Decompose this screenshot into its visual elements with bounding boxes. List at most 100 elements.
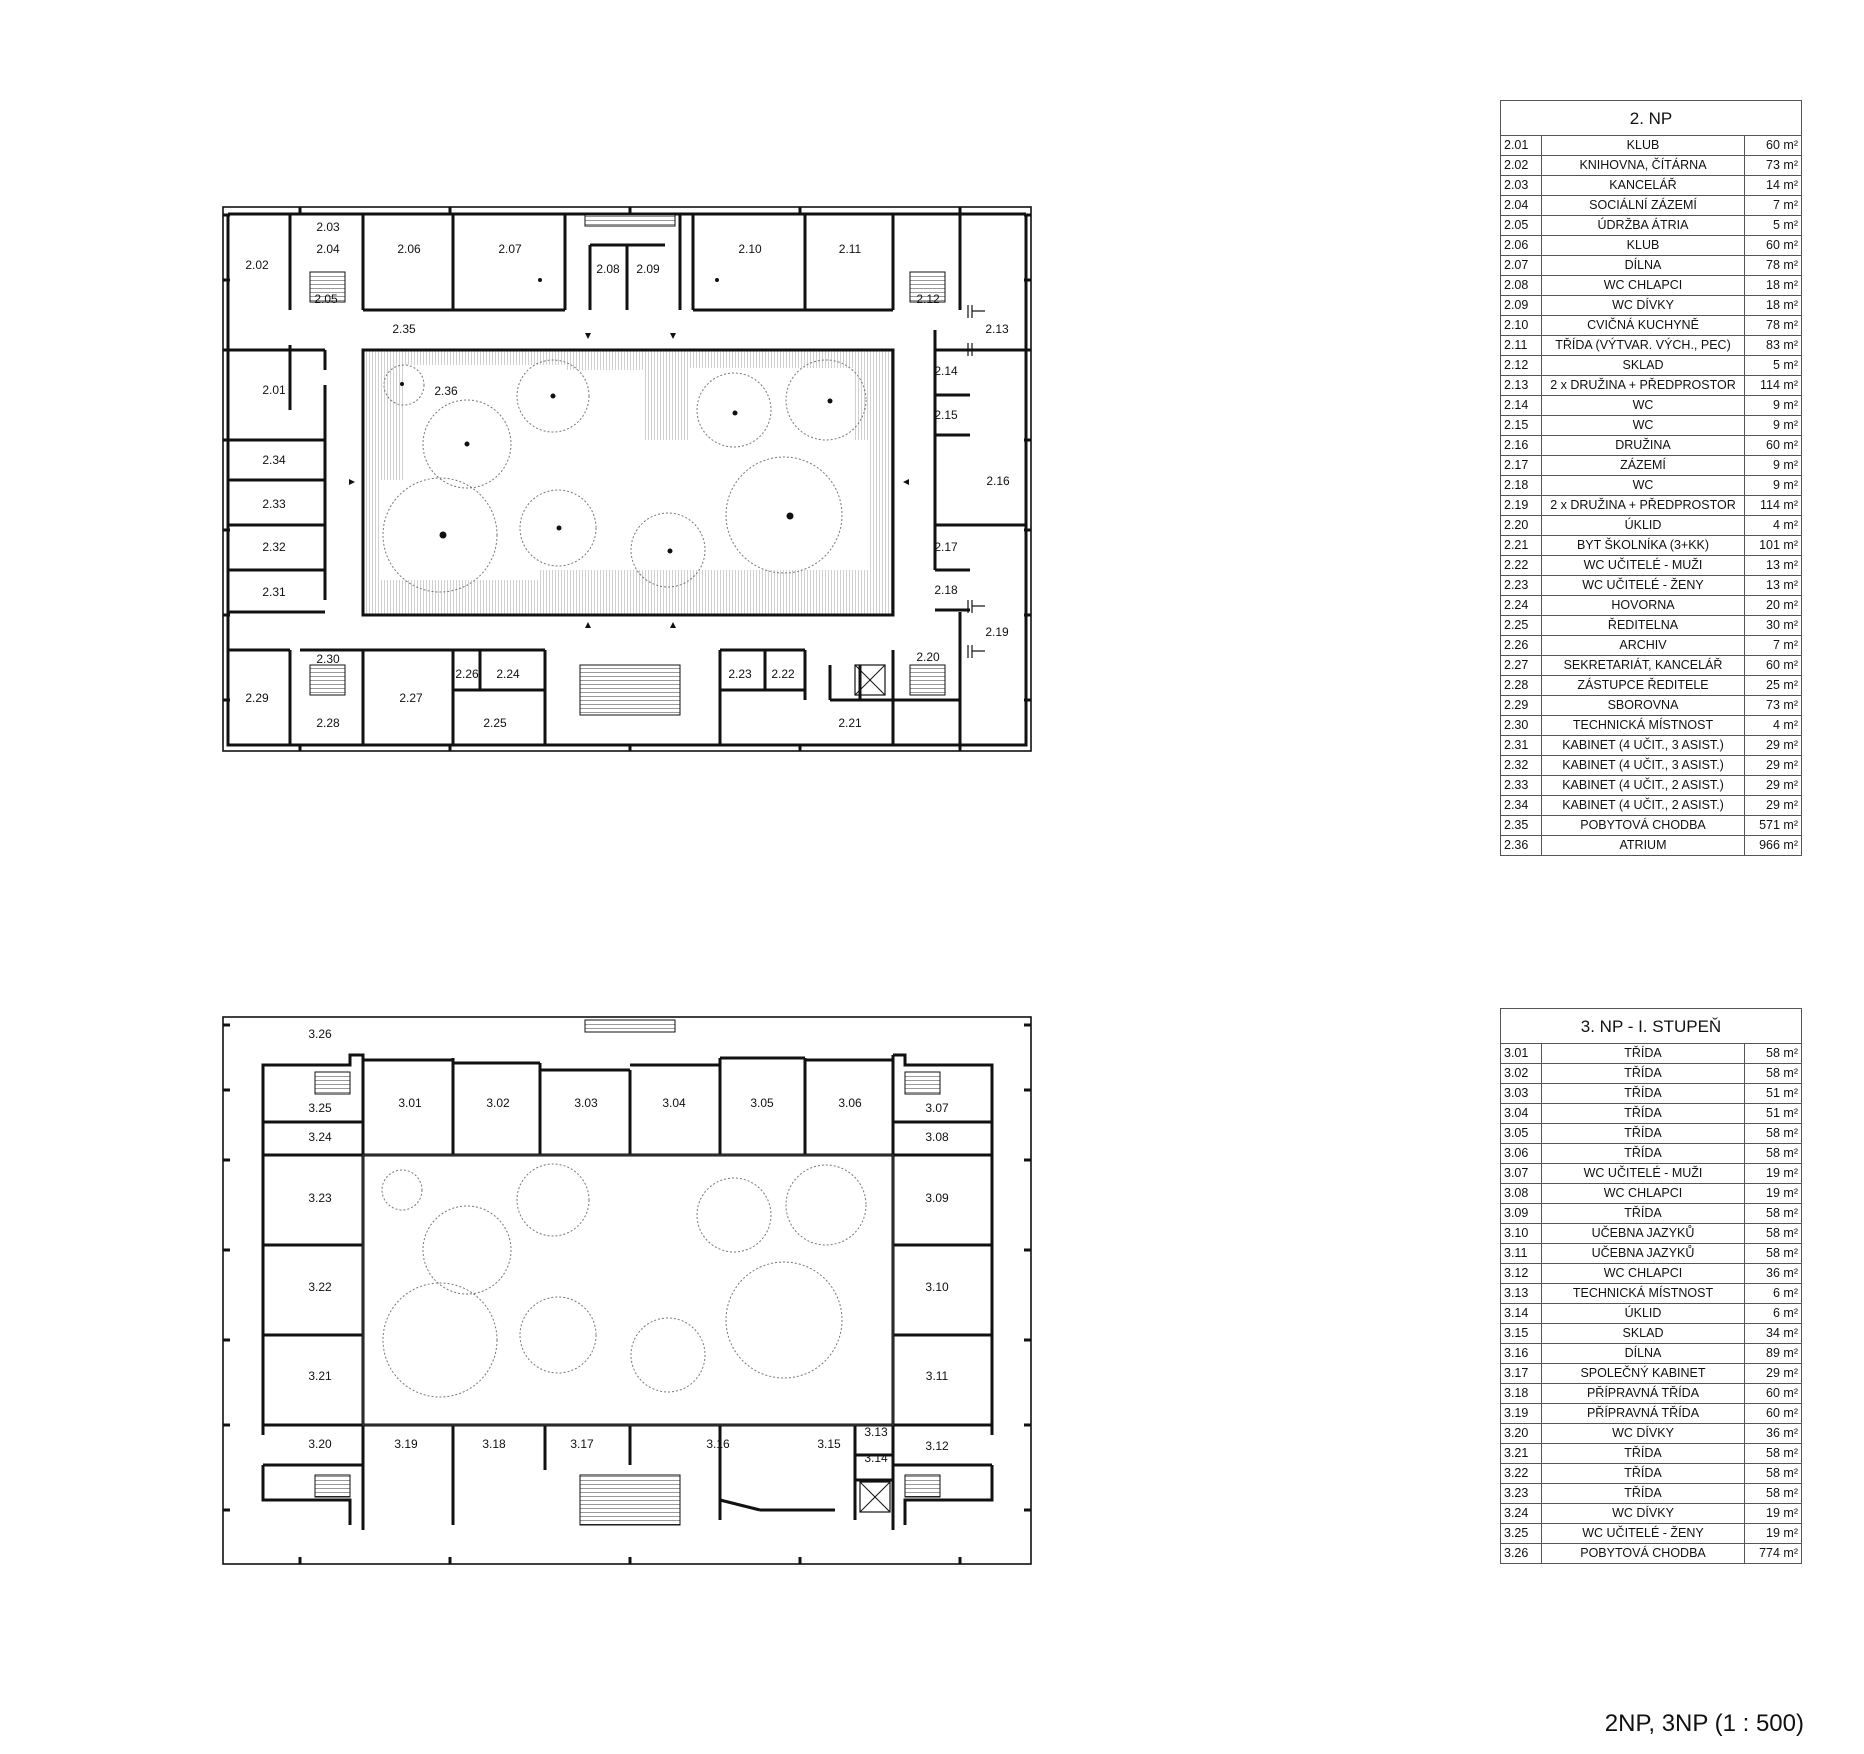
room-label-3.09: 3.09 — [925, 1191, 949, 1205]
room-label-2.10: 2.10 — [738, 242, 762, 256]
room-number: 3.06 — [1500, 1143, 1542, 1164]
room-area: 6 m² — [1744, 1303, 1802, 1324]
room-label-3.14: 3.14 — [864, 1451, 888, 1465]
room-label-3.20: 3.20 — [308, 1437, 332, 1451]
room-area: 58 m² — [1744, 1243, 1802, 1264]
room-name: ÚKLID — [1541, 1303, 1745, 1324]
room-label-3.11: 3.11 — [926, 1369, 949, 1383]
room-name: DÍLNA — [1541, 255, 1745, 276]
room-name: SPOLEČNÝ KABINET — [1541, 1363, 1745, 1384]
room-name: KABINET (4 UČIT., 3 ASIST.) — [1541, 735, 1745, 756]
room-area: 73 m² — [1744, 695, 1802, 716]
room-label-3.16: 3.16 — [706, 1437, 730, 1451]
room-number: 2.20 — [1500, 515, 1542, 536]
room-name: DÍLNA — [1541, 1343, 1745, 1364]
room-number: 2.15 — [1500, 415, 1542, 436]
room-area: 60 m² — [1744, 235, 1802, 256]
room-name: WC CHLAPCI — [1541, 1263, 1745, 1284]
room-number: 3.05 — [1500, 1123, 1542, 1144]
room-area: 18 m² — [1744, 295, 1802, 316]
room-number: 3.16 — [1500, 1343, 1542, 1364]
room-label-2.17: 2.17 — [934, 540, 958, 554]
room-number: 2.04 — [1500, 195, 1542, 216]
room-area: 19 m² — [1744, 1523, 1802, 1544]
room-name: TŘÍDA — [1541, 1463, 1745, 1484]
room-name: KABINET (4 UČIT., 2 ASIST.) — [1541, 795, 1745, 816]
room-number: 3.14 — [1500, 1303, 1542, 1324]
room-label-2.28: 2.28 — [316, 716, 340, 730]
room-number: 2.23 — [1500, 575, 1542, 596]
room-name: TŘÍDA (VÝTVAR. VÝCH., PEC) — [1541, 335, 1745, 356]
room-name: TŘÍDA — [1541, 1043, 1745, 1064]
room-number: 2.25 — [1500, 615, 1542, 636]
room-name: ÚDRŽBA ÁTRIA — [1541, 215, 1745, 236]
room-label-3.10: 3.10 — [925, 1280, 949, 1294]
room-name: TŘÍDA — [1541, 1063, 1745, 1084]
room-name: TŘÍDA — [1541, 1203, 1745, 1224]
room-area: 60 m² — [1744, 1403, 1802, 1424]
room-label-3.07: 3.07 — [925, 1101, 949, 1115]
room-number: 2.28 — [1500, 675, 1542, 696]
room-name: TECHNICKÁ MÍSTNOST — [1541, 715, 1745, 736]
room-area: 51 m² — [1744, 1083, 1802, 1104]
room-number: 2.22 — [1500, 555, 1542, 576]
room-label-2.11: 2.11 — [839, 242, 862, 256]
room-label-2.27: 2.27 — [399, 691, 423, 705]
room-label-3.13: 3.13 — [864, 1425, 888, 1439]
room-number: 3.19 — [1500, 1403, 1542, 1424]
room-number: 2.31 — [1500, 735, 1542, 756]
drawing-caption: 2NP, 3NP (1 : 500) — [1604, 1710, 1804, 1737]
room-name: 2 x DRUŽINA + PŘEDPROSTOR — [1541, 375, 1745, 396]
room-number: 2.01 — [1500, 135, 1542, 156]
room-area: 13 m² — [1744, 575, 1802, 596]
room-name: WC DÍVKY — [1541, 1503, 1745, 1524]
room-label-2.14: 2.14 — [934, 364, 958, 378]
room-name: TŘÍDA — [1541, 1123, 1745, 1144]
room-number: 2.10 — [1500, 315, 1542, 336]
room-label-2.25: 2.25 — [483, 716, 507, 730]
room-area: 29 m² — [1744, 1363, 1802, 1384]
room-number: 2.19 — [1500, 495, 1542, 516]
room-area: 60 m² — [1744, 135, 1802, 156]
room-label-3.26: 3.26 — [308, 1027, 332, 1041]
room-name: TŘÍDA — [1541, 1083, 1745, 1104]
room-area: 78 m² — [1744, 255, 1802, 276]
room-label-2.35: 2.35 — [392, 322, 416, 336]
room-area: 19 m² — [1744, 1503, 1802, 1524]
room-label-3.04: 3.04 — [662, 1096, 686, 1110]
room-label-3.02: 3.02 — [486, 1096, 510, 1110]
room-area: 51 m² — [1744, 1103, 1802, 1124]
room-name: WC CHLAPCI — [1541, 1183, 1745, 1204]
room-label-2.36: 2.36 — [434, 384, 458, 398]
room-number: 3.08 — [1500, 1183, 1542, 1204]
room-number: 2.16 — [1500, 435, 1542, 456]
room-number: 3.17 — [1500, 1363, 1542, 1384]
room-label-3.23: 3.23 — [308, 1191, 332, 1205]
table-title-2np: 2. NP — [1500, 100, 1802, 136]
room-name: WC — [1541, 395, 1745, 416]
room-label-2.16: 2.16 — [986, 474, 1010, 488]
room-number: 2.07 — [1500, 255, 1542, 276]
room-label-2.01: 2.01 — [262, 383, 286, 397]
room-area: 58 m² — [1744, 1123, 1802, 1144]
